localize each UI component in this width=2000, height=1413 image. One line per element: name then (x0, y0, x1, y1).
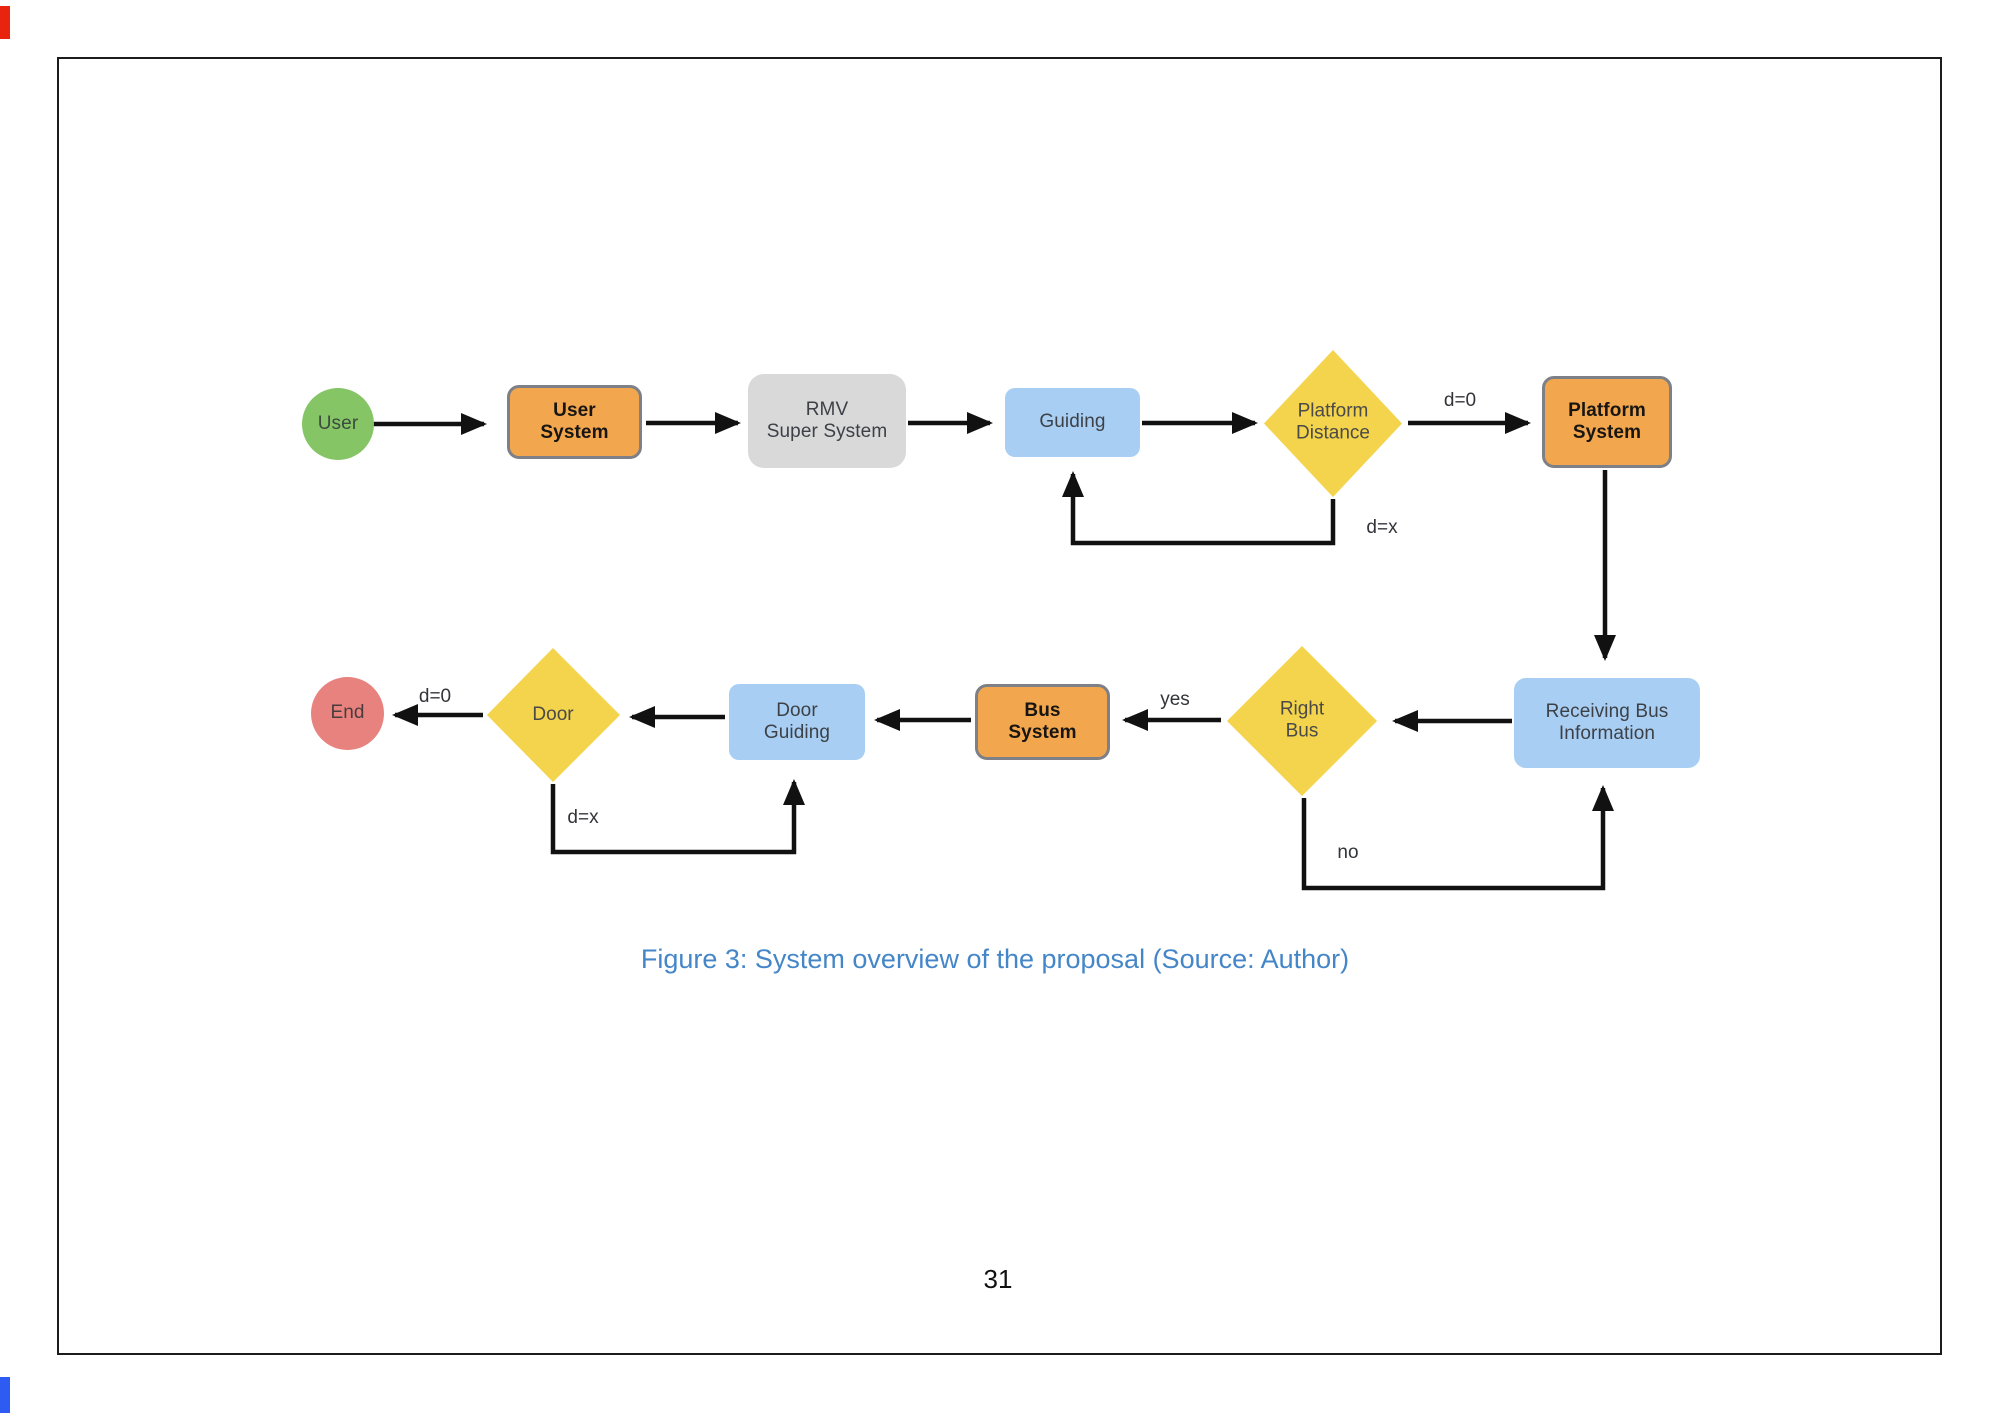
node-door-guiding: Door Guiding (729, 684, 865, 760)
edge-label-no: no (1337, 842, 1359, 863)
edge-label-dx-bottom: d=x (567, 807, 599, 828)
node-guiding: Guiding (1005, 388, 1140, 457)
right-bus-diamond (1227, 646, 1377, 796)
node-platform-system: Platform System (1542, 376, 1672, 468)
node-door-label: Door (532, 703, 574, 725)
node-bus-system: Bus System (975, 684, 1110, 760)
figure-caption: Figure 3: System overview of the proposa… (640, 944, 1350, 974)
node-platform-distance-label: Platform Distance (1296, 400, 1370, 444)
edge-loop-platform-distance-to-guiding (1062, 471, 1336, 546)
node-end: End (311, 677, 384, 750)
edge-loop-right-bus-to-receiving (1301, 785, 1614, 891)
node-user-system: User System (507, 385, 642, 459)
node-receiving-bus-information: Receiving Bus Information (1514, 678, 1700, 768)
node-user: User (302, 388, 374, 460)
platform-distance-diamond (1264, 350, 1402, 497)
left-edge-marker-blue (0, 1377, 10, 1413)
door-diamond (487, 648, 620, 782)
edge-loop-door-to-door-guiding (550, 779, 805, 855)
node-right-bus-label: Right Bus (1279, 698, 1325, 742)
edge-label-dx-top: d=x (1366, 517, 1398, 538)
page-number: 31 (983, 1264, 1013, 1294)
edge-label-yes: yes (1160, 689, 1190, 710)
edge-label-d0-bottom: d=0 (418, 686, 452, 707)
node-rmv-super-system: RMV Super System (748, 374, 906, 468)
edge-label-d0-top: d=0 (1443, 390, 1477, 411)
left-edge-marker-red (0, 6, 10, 39)
